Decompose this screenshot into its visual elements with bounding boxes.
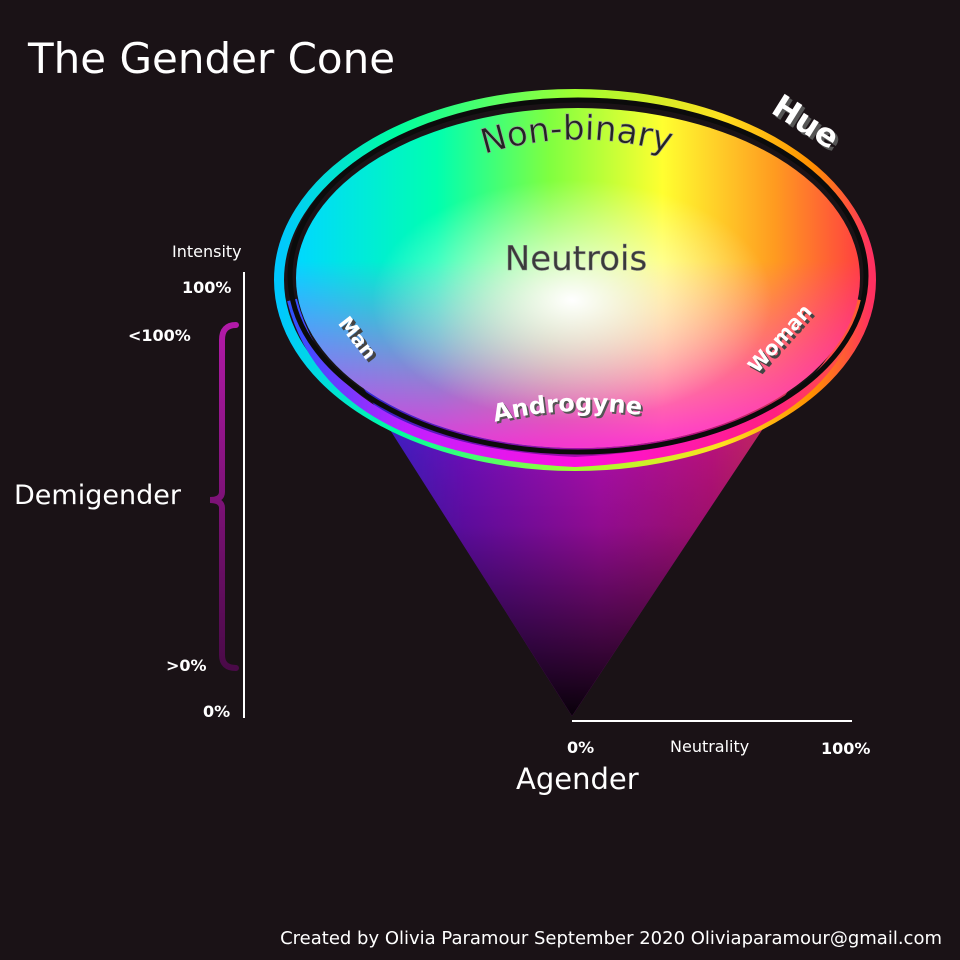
credit-line: Created by Olivia Paramour September 202… (280, 928, 942, 949)
intensity-tick-100: 100% (182, 278, 232, 297)
neutrality-min-label: 0% (567, 738, 595, 757)
cone-top-white-center (372, 180, 772, 420)
demigender-label: Demigender (14, 480, 181, 511)
inner-black-ring (287, 97, 869, 455)
page-title: The Gender Cone (28, 34, 396, 83)
neutrality-axis-title: Neutrality (670, 737, 750, 756)
intensity-tick-below-100: <100% (128, 326, 191, 345)
intensity-tick-0: 0% (203, 702, 231, 721)
intensity-axis-title: Intensity (172, 242, 242, 261)
demigender-bracket (209, 322, 239, 671)
intensity-tick-above-0: >0% (166, 656, 207, 675)
neutrality-max-label: 100% (821, 739, 871, 758)
hue-rim-lower (287, 298, 865, 468)
neutrois-label: Neutrois (505, 239, 647, 279)
agender-label: Agender (516, 762, 639, 796)
